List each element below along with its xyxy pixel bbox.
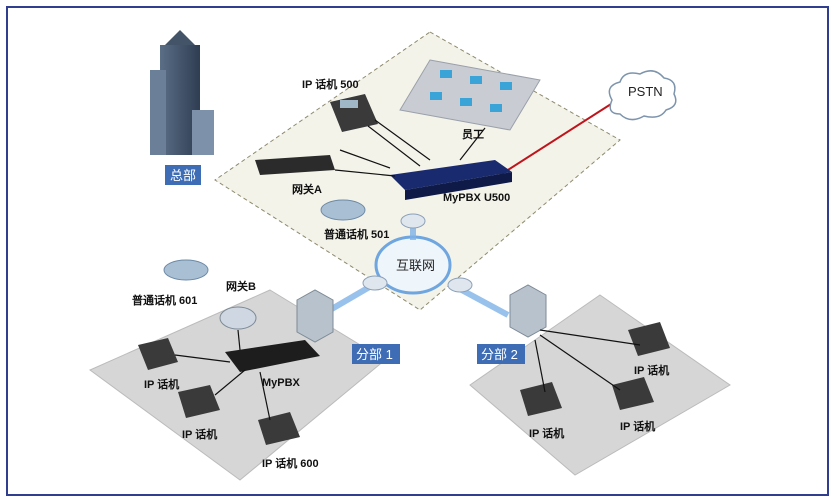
ip-phone-500-label: IP 话机 500 (302, 77, 359, 91)
headquarters-building-icon (150, 30, 214, 155)
gateway-b-icon (219, 306, 257, 330)
branch-1-cabling (174, 329, 271, 421)
ip-phone-600-label: IP 话机 600 (262, 456, 319, 470)
branch-1-tag-label: 分部 1 (356, 347, 393, 362)
internet-label: 互联网 (396, 258, 435, 273)
branch-2-tag (477, 344, 525, 364)
gateway-a-icon (255, 155, 335, 175)
branch-1-building-icon (296, 289, 334, 343)
pstn-link (499, 96, 623, 176)
ip-phone-c-label: IP 话机 (634, 363, 669, 377)
pstn-label: PSTN (628, 84, 663, 99)
branch-2-cabling (534, 329, 641, 393)
branch-2-zone (469, 294, 731, 476)
mypbx-u500-icon (390, 160, 512, 200)
ip-phone-e-label: IP 话机 (529, 426, 564, 440)
branch-2-ip-phones-icon (520, 322, 670, 416)
branch-2-building-icon (509, 284, 547, 338)
headquarters-tag-label: 总部 (170, 168, 196, 183)
ip-phone-b-label: IP 话机 (182, 427, 217, 441)
ip-phone-500-icon (330, 94, 378, 132)
vpn-link-branch2 (456, 285, 510, 318)
analog-phone-501-label: 普通话机 501 (324, 227, 389, 241)
branch-1-ip-phones-icon (138, 338, 300, 445)
gateway-b-label: 网关B (226, 279, 256, 293)
ip-phone-a-label: IP 话机 (144, 377, 179, 391)
staff-cubicles-icon (399, 59, 541, 131)
router-icon (362, 213, 473, 293)
pstn-cloud (608, 70, 677, 121)
gateway-a-label: 网关A (292, 182, 322, 196)
analog-phone-501-icon (320, 199, 366, 221)
headquarters-tag (165, 165, 201, 185)
mypbx-u500-label: MyPBX U500 (443, 192, 510, 204)
analog-phone-601-icon (163, 259, 209, 281)
branch-2-tag-label: 分部 2 (481, 347, 518, 362)
hq-cabling (334, 119, 486, 177)
staff-label: 员工 (462, 128, 484, 141)
branch-1-tag (352, 344, 400, 364)
mypbx-icon (225, 340, 320, 372)
ip-phone-d-label: IP 话机 (620, 419, 655, 433)
mypbx-label: MyPBX (262, 377, 301, 389)
analog-phone-601-label: 普通话机 601 (132, 293, 197, 307)
